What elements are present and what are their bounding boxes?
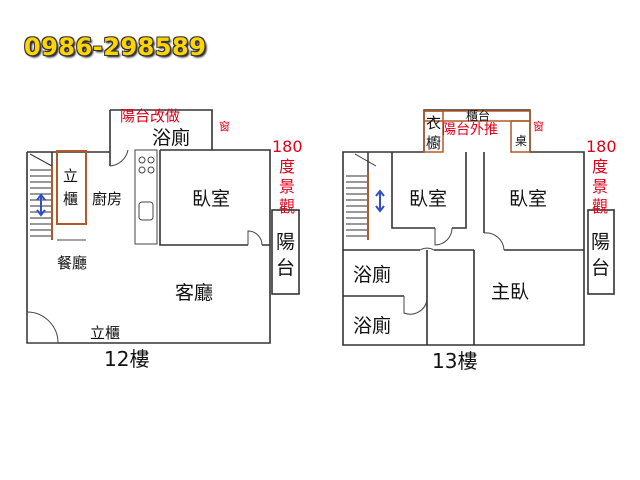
balcony-note: 陽台外推 bbox=[442, 122, 498, 138]
bathroom-label: 浴廁 bbox=[152, 126, 190, 149]
floor-13-plan: 衣 櫥 櫃台 陽台外推 桌 窗 180 度 景 觀 臥室 臥室 浴廁 浴廁 主臥… bbox=[342, 108, 617, 373]
kitchen-counter bbox=[134, 149, 158, 245]
desk-outline bbox=[510, 120, 531, 153]
bedroom-1-label: 臥室 bbox=[409, 188, 447, 210]
window-label: 窗 bbox=[219, 119, 230, 133]
floor-12-caption: 12樓 bbox=[104, 347, 149, 371]
bathroom-wall bbox=[343, 250, 428, 345]
bathroom-2-label: 浴廁 bbox=[353, 314, 391, 337]
floor-12-plan: 陽台改做 浴廁 窗 180 度 景 觀 立 櫃 廚房 臥室 餐廳 客廳 陽 台 … bbox=[26, 107, 303, 371]
balcony-outline bbox=[271, 209, 300, 295]
balcony-char: 台 bbox=[276, 257, 295, 279]
balcony-char: 台 bbox=[591, 257, 610, 279]
bedroom-wall bbox=[391, 152, 467, 229]
bedroom-door bbox=[483, 232, 505, 251]
kitchen-label: 廚房 bbox=[92, 190, 122, 208]
cabinet-char: 櫃 bbox=[63, 190, 78, 208]
wardrobe-char: 櫥 bbox=[426, 134, 441, 152]
stove-burner bbox=[138, 166, 146, 174]
view-char: 觀 bbox=[592, 197, 608, 216]
staircase bbox=[346, 152, 377, 240]
wardrobe-outline bbox=[423, 110, 444, 153]
entry-door bbox=[26, 311, 59, 344]
cabinet-outline bbox=[56, 150, 87, 225]
cabinet-char: 立 bbox=[63, 167, 78, 185]
stair-arrow-icon bbox=[375, 189, 385, 213]
stove-burner bbox=[138, 156, 146, 164]
bathroom-1-label: 浴廁 bbox=[353, 263, 391, 286]
bedroom-wall bbox=[483, 152, 584, 251]
balcony-outline bbox=[587, 209, 615, 295]
view-char: 度 bbox=[279, 157, 295, 176]
hall-wall bbox=[343, 249, 475, 345]
balcony-char: 陽 bbox=[591, 231, 610, 253]
view-char: 度 bbox=[592, 157, 608, 176]
dining-label: 餐廳 bbox=[57, 254, 87, 272]
bedroom-door bbox=[434, 227, 453, 246]
top-cabinet-label: 櫃台 bbox=[466, 108, 490, 123]
bedroom-door bbox=[247, 230, 263, 246]
contact-phone: 0986-298589 bbox=[24, 33, 207, 61]
sink bbox=[138, 201, 154, 221]
balcony-note: 陽台改做 bbox=[120, 107, 180, 125]
view-char: 觀 bbox=[279, 197, 295, 216]
bedroom-label: 臥室 bbox=[192, 188, 230, 210]
view-char: 景 bbox=[279, 177, 295, 196]
balcony-char: 陽 bbox=[276, 231, 295, 253]
window-label: 窗 bbox=[533, 119, 544, 133]
wardrobe-char: 衣 bbox=[426, 114, 441, 132]
stove-burner bbox=[147, 166, 155, 174]
bedroom-wall bbox=[159, 150, 270, 246]
bedroom-2-label: 臥室 bbox=[509, 188, 547, 210]
stove-burner bbox=[147, 156, 155, 164]
floor-13-caption: 13樓 bbox=[432, 349, 477, 373]
master-bedroom-label: 主臥 bbox=[491, 281, 529, 303]
view-number: 180 bbox=[272, 137, 303, 156]
outer-wall bbox=[26, 109, 271, 344]
living-room-label: 客廳 bbox=[175, 282, 213, 304]
view-char: 景 bbox=[592, 177, 608, 196]
bathroom-door bbox=[403, 296, 428, 315]
kitchen-door bbox=[109, 149, 129, 167]
bottom-cabinet-label: 立櫃 bbox=[90, 324, 120, 342]
stair-arrow-icon bbox=[36, 193, 46, 217]
view-number: 180 bbox=[586, 137, 617, 156]
hall-door bbox=[419, 247, 435, 251]
desk-label: 桌 bbox=[515, 134, 527, 148]
